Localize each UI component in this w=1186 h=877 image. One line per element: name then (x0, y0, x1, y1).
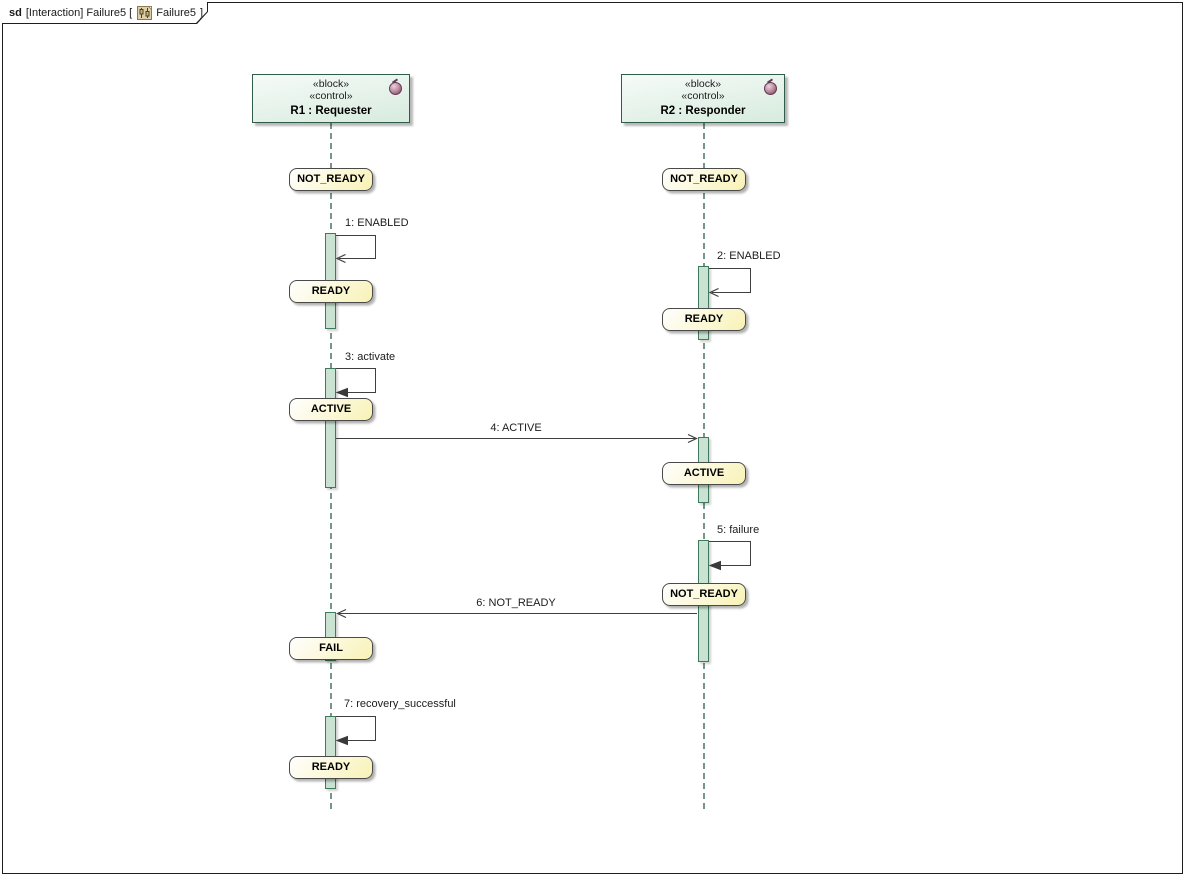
message-6-open-arrowhead-icon (336, 608, 347, 619)
r2-stereotype-block: «block» (684, 78, 722, 90)
r1-stereotype-block: «block» (312, 78, 350, 90)
r1-state-active[interactable]: ACTIVE (289, 398, 373, 421)
frame-keyword: sd (9, 6, 22, 19)
frame-ref-name: Failure5 (156, 6, 196, 19)
frame-tab[interactable]: sd [Interaction] Failure5 [ Failure5 ] (2, 2, 208, 24)
r1-name: R1 : Requester (290, 105, 372, 117)
message-5-label[interactable]: 5: failure (717, 524, 760, 536)
sequence-diagram-icon (137, 6, 152, 20)
lifeline-head-r1[interactable]: «block» «control» R1 : Requester (252, 74, 410, 123)
r1-state-ready-2[interactable]: READY (289, 756, 373, 779)
r1-state-fail[interactable]: FAIL (289, 637, 373, 660)
message-3-line[interactable] (336, 368, 376, 393)
message-5-line[interactable] (709, 541, 751, 566)
message-5-filled-arrowhead-icon (708, 560, 721, 571)
r1-state-ready-1[interactable]: READY (289, 280, 373, 303)
activation-r2-1[interactable] (698, 266, 709, 340)
message-6-label[interactable]: 6: NOT_READY (476, 597, 556, 609)
message-4-label[interactable]: 4: ACTIVE (490, 422, 542, 434)
r2-stereotype-control: «control» (681, 90, 725, 102)
message-3-filled-arrowhead-icon (335, 387, 348, 398)
r2-state-not-ready-2[interactable]: NOT_READY (662, 583, 746, 606)
frame-close-bracket: ] (199, 6, 204, 19)
message-7-filled-arrowhead-icon (335, 735, 348, 746)
activation-r1-4[interactable] (325, 716, 336, 789)
message-2-line[interactable] (709, 268, 751, 293)
message-4-open-arrowhead-icon (687, 433, 698, 444)
message-1-open-arrowhead-icon (335, 253, 346, 264)
r2-state-not-ready-1[interactable]: NOT_READY (662, 168, 746, 191)
r1-stereotype-control: «control» (309, 90, 353, 102)
control-ball-icon (389, 82, 402, 95)
message-1-line[interactable] (336, 235, 376, 259)
activation-r1-2[interactable] (325, 368, 336, 488)
frame-title: [Interaction] Failure5 [ (25, 6, 133, 19)
message-1-label[interactable]: 1: ENABLED (345, 217, 409, 229)
r2-name: R2 : Responder (660, 105, 746, 117)
control-ball-icon (764, 82, 777, 95)
r2-state-active[interactable]: ACTIVE (662, 462, 746, 485)
r2-state-ready[interactable]: READY (662, 308, 746, 331)
message-7-label[interactable]: 7: recovery_successful (344, 698, 456, 710)
lifeline-head-r2[interactable]: «block» «control» R2 : Responder (621, 74, 785, 123)
message-7-line[interactable] (336, 716, 376, 741)
message-3-label[interactable]: 3: activate (345, 351, 396, 363)
message-2-label[interactable]: 2: ENABLED (717, 250, 781, 262)
r1-state-not-ready-1[interactable]: NOT_READY (289, 168, 373, 191)
activation-r1-3[interactable] (325, 612, 336, 661)
message-2-open-arrowhead-icon (708, 287, 719, 298)
